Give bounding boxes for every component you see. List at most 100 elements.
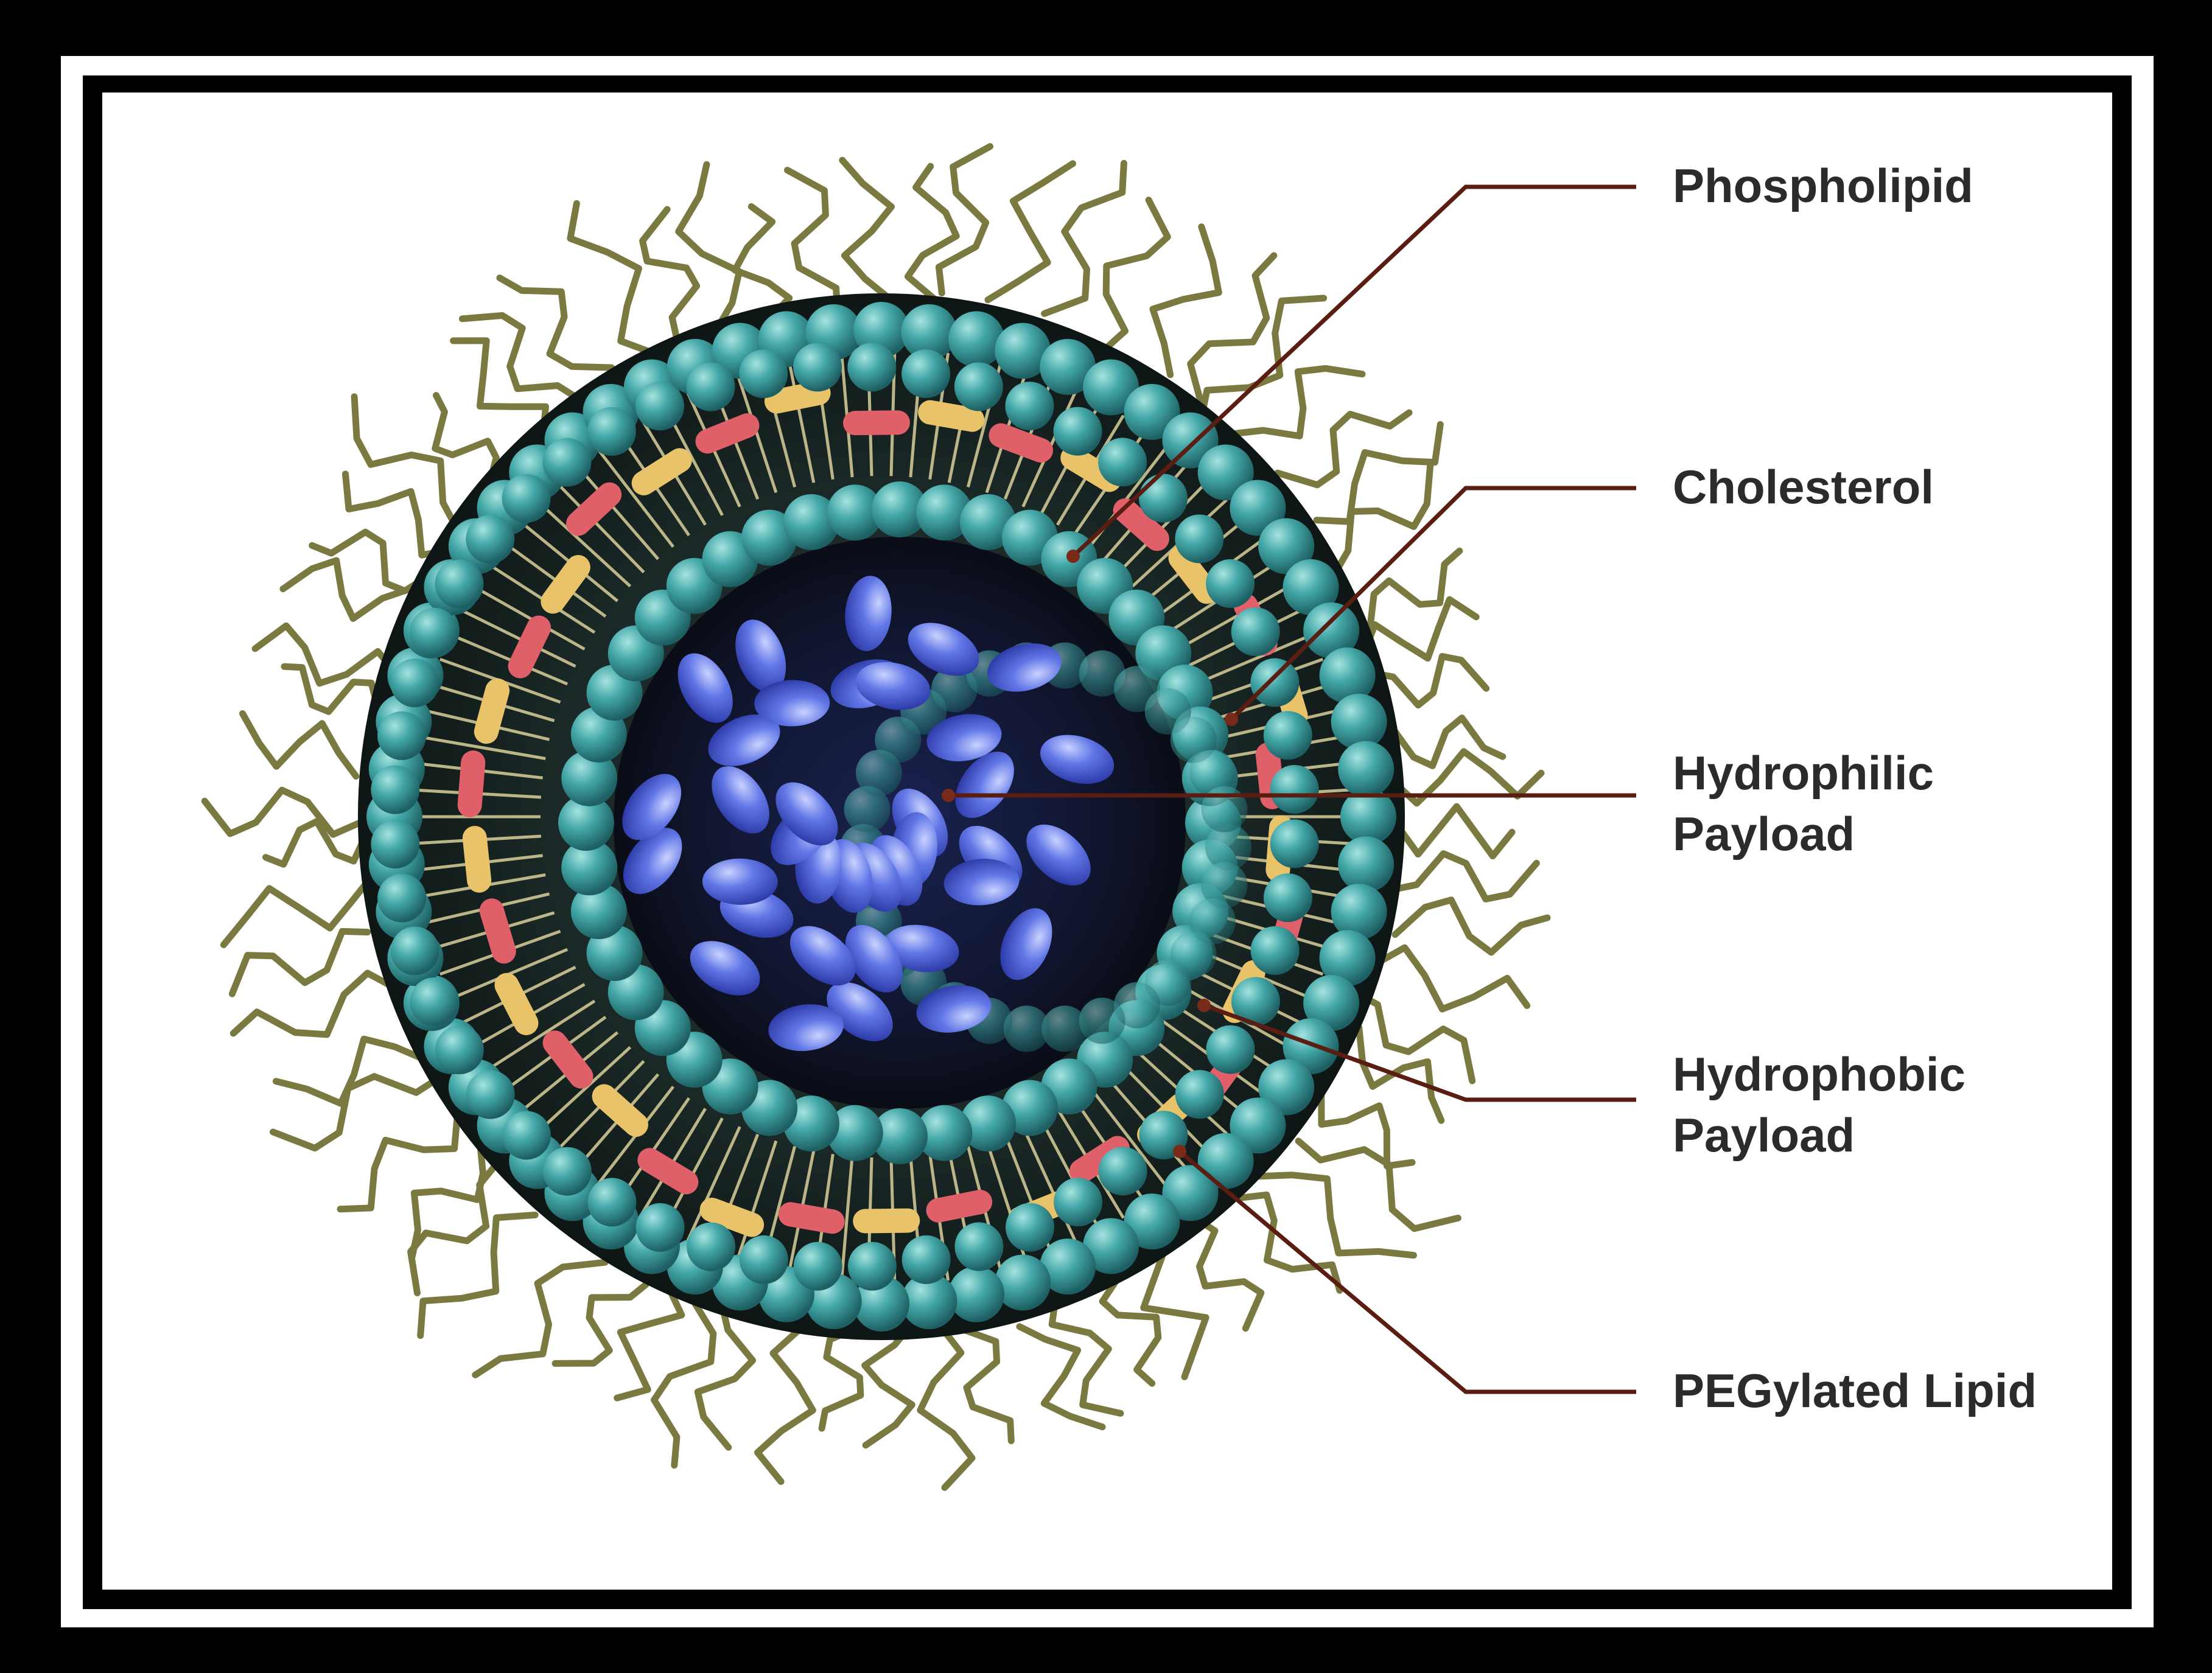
- phospholipid-head: [636, 1203, 685, 1252]
- peg-chain: [788, 170, 838, 313]
- phospholipid-head: [1264, 873, 1312, 922]
- peg-chain: [617, 1287, 682, 1398]
- phospholipid-head: [954, 1222, 1003, 1271]
- peg-chain: [1227, 1195, 1340, 1290]
- peg-chain: [920, 1328, 972, 1487]
- phospholipid-head: [410, 608, 458, 657]
- peg-chain: [1393, 854, 1536, 899]
- phospholipid-head: [635, 382, 684, 430]
- peg-chain: [679, 164, 740, 338]
- phospholipid-head: [740, 1235, 788, 1284]
- phospholipid-head: [1054, 407, 1102, 456]
- peg-chain: [205, 790, 359, 834]
- label-hydrophobic-line1: Hydrophobic: [1673, 1047, 1965, 1101]
- phospholipid-head: [1264, 711, 1312, 760]
- phospholipid-head: [847, 343, 896, 391]
- peg-chain: [1400, 806, 1512, 856]
- hydrophobic-payload-molecule: [843, 410, 910, 435]
- peg-chain: [1371, 948, 1527, 1009]
- peg-chain: [988, 164, 1073, 300]
- phospholipid-head: [1251, 926, 1300, 975]
- peg-chain: [865, 1325, 912, 1445]
- peg-chain: [233, 973, 405, 1035]
- phospholipid-head: [1201, 786, 1247, 833]
- phospholipid-head: [377, 874, 426, 923]
- phospholipid-head: [587, 1178, 636, 1226]
- phospholipid-head: [1270, 765, 1319, 814]
- phospholipid-head: [371, 820, 419, 868]
- phospholipid-head: [542, 438, 591, 487]
- phospholipid-head: [1006, 1203, 1054, 1252]
- phospholipid-head: [435, 559, 484, 608]
- phospholipid-head: [587, 407, 636, 456]
- peg-chain: [643, 209, 697, 338]
- phospholipid-head: [502, 474, 551, 523]
- peg-chain: [1278, 413, 1409, 485]
- phospholipid-head: [1231, 607, 1280, 656]
- phospholipid-head: [390, 658, 439, 707]
- peg-chain: [1045, 163, 1124, 313]
- phospholipid-head: [793, 343, 842, 391]
- phospholipid-head: [848, 1242, 897, 1291]
- peg-chain: [822, 1324, 866, 1428]
- peg-chain: [1052, 1300, 1121, 1413]
- phospholipid-head: [1250, 658, 1299, 707]
- phospholipid-head: [466, 1071, 515, 1119]
- peg-chain: [276, 1039, 429, 1103]
- phospholipid-head: [1338, 741, 1394, 797]
- peg-chain: [842, 160, 894, 302]
- phospholipid-head: [687, 363, 735, 411]
- phospholipid-head: [902, 1235, 951, 1284]
- peg-chain: [1364, 599, 1477, 658]
- phospholipid-head: [543, 1147, 592, 1196]
- phospholipid-head: [1331, 694, 1387, 750]
- phospholipid-head: [377, 711, 426, 760]
- phospholipid-head: [794, 1242, 842, 1291]
- phospholipid-head: [371, 766, 419, 814]
- peg-chain: [758, 1332, 813, 1482]
- phospholipid-head: [1054, 1178, 1102, 1226]
- label-hydrophilic-line1: Hydrophilic: [1673, 746, 1934, 800]
- label-hydrophilic-line2: Payload: [1673, 807, 1855, 861]
- phospholipid-head: [1099, 1147, 1147, 1195]
- phospholipid-head: [391, 926, 439, 975]
- peg-chain: [959, 1328, 1012, 1441]
- peg-chain: [1335, 465, 1430, 574]
- phospholipid-head: [948, 1266, 1004, 1322]
- phospholipid-head: [901, 349, 950, 398]
- phospholipid-head: [1175, 514, 1223, 563]
- phospholipid-head: [1206, 1025, 1255, 1074]
- cholesterol-molecule: [853, 1208, 920, 1233]
- peg-chain: [570, 203, 658, 354]
- phospholipid-head: [1098, 438, 1147, 486]
- peg-chain: [346, 474, 451, 555]
- peg-chain: [1392, 718, 1503, 766]
- label-phospholipid: Phospholipid: [1673, 159, 1973, 212]
- phospholipid-head: [502, 1111, 551, 1159]
- peg-chain: [1370, 551, 1460, 632]
- peg-chain: [1153, 227, 1219, 375]
- label-pegylated-lipid: PEGylated Lipid: [1673, 1364, 2037, 1417]
- peg-chain: [1298, 1141, 1458, 1229]
- nanoparticle: [358, 293, 1405, 1340]
- diagram-panel: Phospholipid Cholesterol Hydrophilic Pay…: [102, 93, 2112, 1590]
- phospholipid-head: [1206, 559, 1255, 608]
- lipid-nanoparticle-diagram: Phospholipid Cholesterol Hydrophilic Pay…: [102, 93, 2112, 1590]
- phospholipid-head: [739, 349, 788, 398]
- peg-chain: [232, 931, 368, 994]
- peg-chain: [1198, 1220, 1261, 1329]
- label-cholesterol: Cholesterol: [1673, 460, 1934, 514]
- peg-chain: [1235, 368, 1362, 436]
- label-hydrophobic-line2: Payload: [1673, 1108, 1855, 1162]
- phospholipid-head: [1139, 474, 1188, 523]
- phospholipid-head: [410, 977, 458, 1026]
- phospholipid-head: [1338, 836, 1394, 892]
- peg-chain: [908, 166, 956, 302]
- phospholipid-head: [435, 1025, 484, 1074]
- phospholipid-head: [1005, 382, 1054, 430]
- peg-chain: [1395, 900, 1547, 952]
- phospholipid-head: [1175, 1070, 1224, 1119]
- phospholipid-head: [1270, 819, 1319, 868]
- peg-chain: [255, 626, 396, 683]
